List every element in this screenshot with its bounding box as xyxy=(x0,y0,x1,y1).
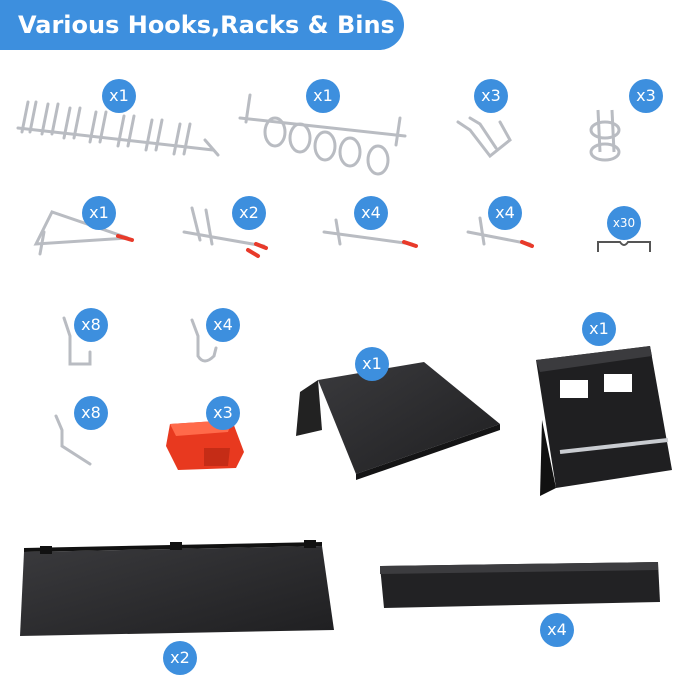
storage-bin xyxy=(166,420,244,470)
mounting-rail xyxy=(380,562,660,608)
quantity-badge: x1 xyxy=(306,79,340,113)
quantity-badge: x4 xyxy=(540,613,574,647)
large-shelf xyxy=(20,540,334,636)
quantity-badge: x1 xyxy=(82,196,116,230)
curved-hook xyxy=(190,318,218,363)
quantity-badge: x1 xyxy=(355,347,389,381)
double-prong-hook xyxy=(456,116,512,159)
paper-towel-holder xyxy=(536,346,672,496)
quantity-badge: x1 xyxy=(102,79,136,113)
quantity-badge: x30 xyxy=(607,206,641,240)
single-hook-long xyxy=(322,218,418,248)
single-hook-short xyxy=(466,216,534,248)
j-hook xyxy=(62,316,92,366)
quantity-badge: x4 xyxy=(354,196,388,230)
quantity-badge: x3 xyxy=(474,79,508,113)
multi-hook-rack xyxy=(16,100,220,157)
quantity-badge: x8 xyxy=(74,308,108,342)
quantity-badge: x4 xyxy=(206,308,240,342)
l-hook xyxy=(54,414,92,466)
quantity-badge: x2 xyxy=(232,196,266,230)
quantity-badge: x2 xyxy=(163,641,197,675)
angled-shelf xyxy=(296,362,500,480)
loop-hook-rack xyxy=(238,93,407,176)
quantity-badge: x1 xyxy=(582,312,616,346)
quantity-badge: x8 xyxy=(74,396,108,430)
straight-double-hook xyxy=(182,206,268,258)
quantity-badge: x4 xyxy=(488,196,522,230)
ring-hook xyxy=(589,109,621,162)
quantity-badge: x3 xyxy=(629,79,663,113)
quantity-badge: x3 xyxy=(206,396,240,430)
pegboard-clip xyxy=(597,241,651,252)
page-title: Various Hooks,Racks & Bins xyxy=(0,0,404,50)
